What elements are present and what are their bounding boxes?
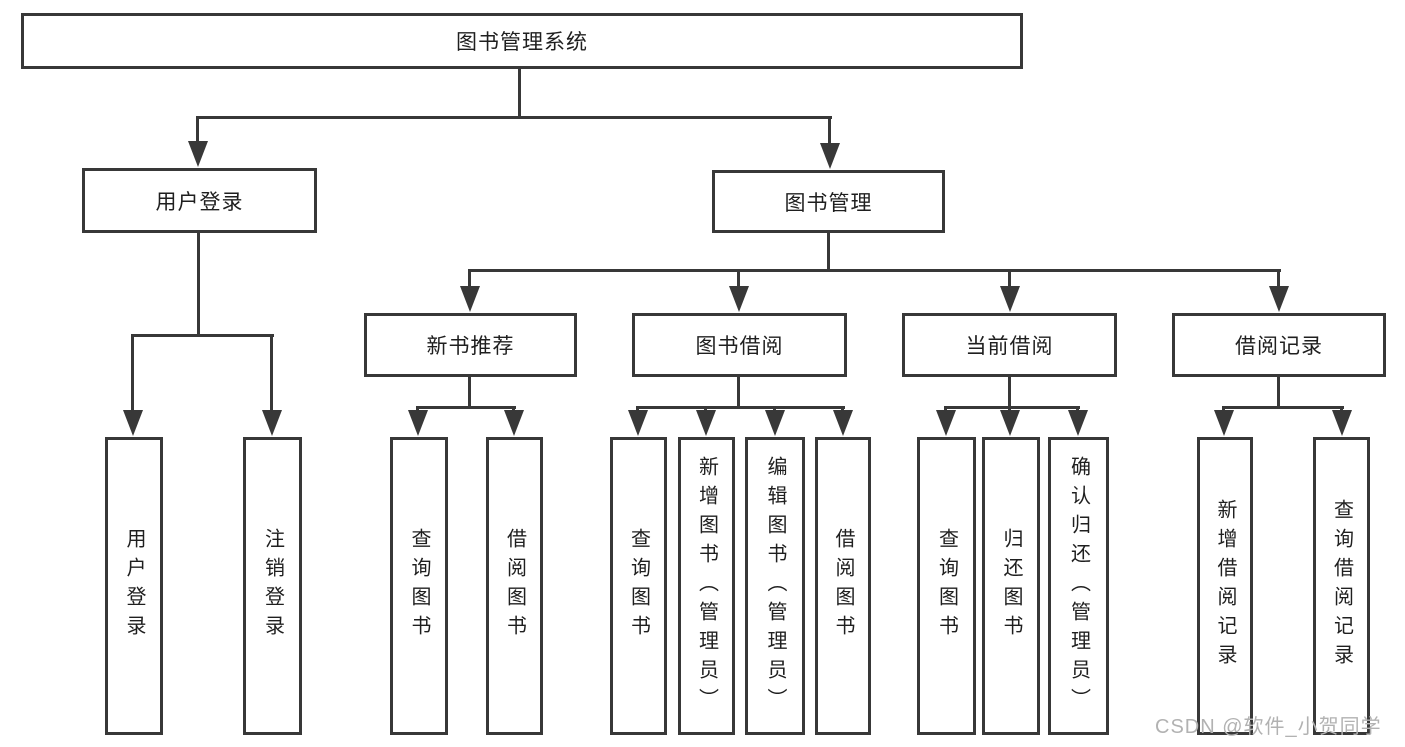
node-new-leaf-1: 查询图书	[390, 437, 448, 735]
node-label: 图书管理	[784, 191, 873, 215]
node-label: 查询图书	[627, 528, 650, 644]
node-label: 查询借阅记录	[1330, 499, 1353, 673]
node-new-books: 新书推荐	[364, 313, 577, 377]
node-records-leaf-1: 新增借阅记录	[1197, 437, 1253, 735]
arrow-down-icon	[696, 410, 716, 436]
connector-line	[637, 406, 845, 409]
arrow-down-icon	[765, 410, 785, 436]
node-label: 编辑图书（管理员）	[764, 455, 786, 717]
arrow-down-icon	[1068, 410, 1088, 436]
arrow-down-icon	[1000, 286, 1020, 312]
arrow-down-icon	[408, 410, 428, 436]
connector-line	[468, 269, 471, 288]
node-label: 借阅图书	[503, 528, 526, 644]
connector-line	[468, 377, 471, 409]
node-current-borrow: 当前借阅	[902, 313, 1117, 377]
arrow-down-icon	[628, 410, 648, 436]
connector-line	[945, 406, 1080, 409]
connector-line	[828, 116, 831, 144]
node-label: 新书推荐	[426, 335, 515, 358]
node-book-borrow: 图书借阅	[632, 313, 847, 377]
node-label: 查询图书	[935, 528, 958, 644]
connector-line	[737, 269, 740, 288]
node-borrow-leaf-2: 新增图书（管理员）	[678, 437, 735, 735]
node-label: 借阅记录	[1235, 335, 1323, 358]
node-current-leaf-3: 确认归还（管理员）	[1048, 437, 1109, 735]
connector-line	[417, 406, 516, 409]
arrow-down-icon	[460, 286, 480, 312]
arrow-down-icon	[936, 410, 956, 436]
connector-line	[197, 233, 200, 337]
node-user-login: 用户登录	[82, 168, 317, 233]
node-label: 归还图书	[1000, 528, 1022, 644]
arrow-down-icon	[1269, 286, 1289, 312]
node-label: 查询图书	[408, 528, 430, 644]
node-label: 用户登录	[123, 528, 145, 644]
node-label: 新增借阅记录	[1214, 499, 1236, 673]
node-login-leaf-2: 注销登录	[243, 437, 302, 735]
arrow-down-icon	[820, 143, 840, 169]
node-label: 借阅图书	[832, 528, 854, 644]
connector-line	[1223, 406, 1344, 409]
connector-line	[131, 334, 134, 412]
node-label: 当前借阅	[965, 335, 1054, 358]
node-label: 图书管理系统	[456, 31, 588, 54]
node-new-leaf-2: 借阅图书	[486, 437, 543, 735]
arrow-down-icon	[123, 410, 143, 436]
node-borrow-records: 借阅记录	[1172, 313, 1386, 377]
node-records-leaf-2: 查询借阅记录	[1313, 437, 1370, 735]
connector-line	[827, 233, 830, 272]
arrow-down-icon	[262, 410, 282, 436]
connector-line	[518, 69, 521, 119]
arrow-down-icon	[729, 286, 749, 312]
node-label: 确认归还（管理员）	[1067, 455, 1090, 717]
node-label: 用户登录	[155, 190, 244, 214]
connector-line	[737, 377, 740, 409]
node-current-leaf-1: 查询图书	[917, 437, 976, 735]
node-borrow-leaf-1: 查询图书	[610, 437, 667, 735]
connector-line	[1008, 377, 1011, 409]
arrow-down-icon	[504, 410, 524, 436]
node-label: 注销登录	[261, 528, 284, 644]
arrow-down-icon	[1214, 410, 1234, 436]
node-login-leaf-1: 用户登录	[105, 437, 163, 735]
node-borrow-leaf-4: 借阅图书	[815, 437, 871, 735]
connector-line	[1277, 377, 1280, 409]
node-label: 新增图书（管理员）	[695, 455, 718, 717]
node-book-mgmt: 图书管理	[712, 170, 945, 233]
connector-line	[1008, 269, 1011, 288]
node-borrow-leaf-3: 编辑图书（管理员）	[745, 437, 805, 735]
connector-line	[1277, 269, 1280, 288]
connector-line	[196, 116, 199, 144]
connector-line	[469, 269, 1281, 272]
node-current-leaf-2: 归还图书	[982, 437, 1040, 735]
connector-line	[197, 116, 832, 119]
node-label: 图书借阅	[695, 335, 784, 358]
node-root: 图书管理系统	[21, 13, 1023, 69]
arrow-down-icon	[833, 410, 853, 436]
csdn-watermark: CSDN @软件_小贺同学	[1155, 716, 1382, 738]
connector-line	[132, 334, 274, 337]
arrow-down-icon	[188, 141, 208, 167]
connector-line	[270, 334, 273, 412]
arrow-down-icon	[1000, 410, 1020, 436]
arrow-down-icon	[1332, 410, 1352, 436]
